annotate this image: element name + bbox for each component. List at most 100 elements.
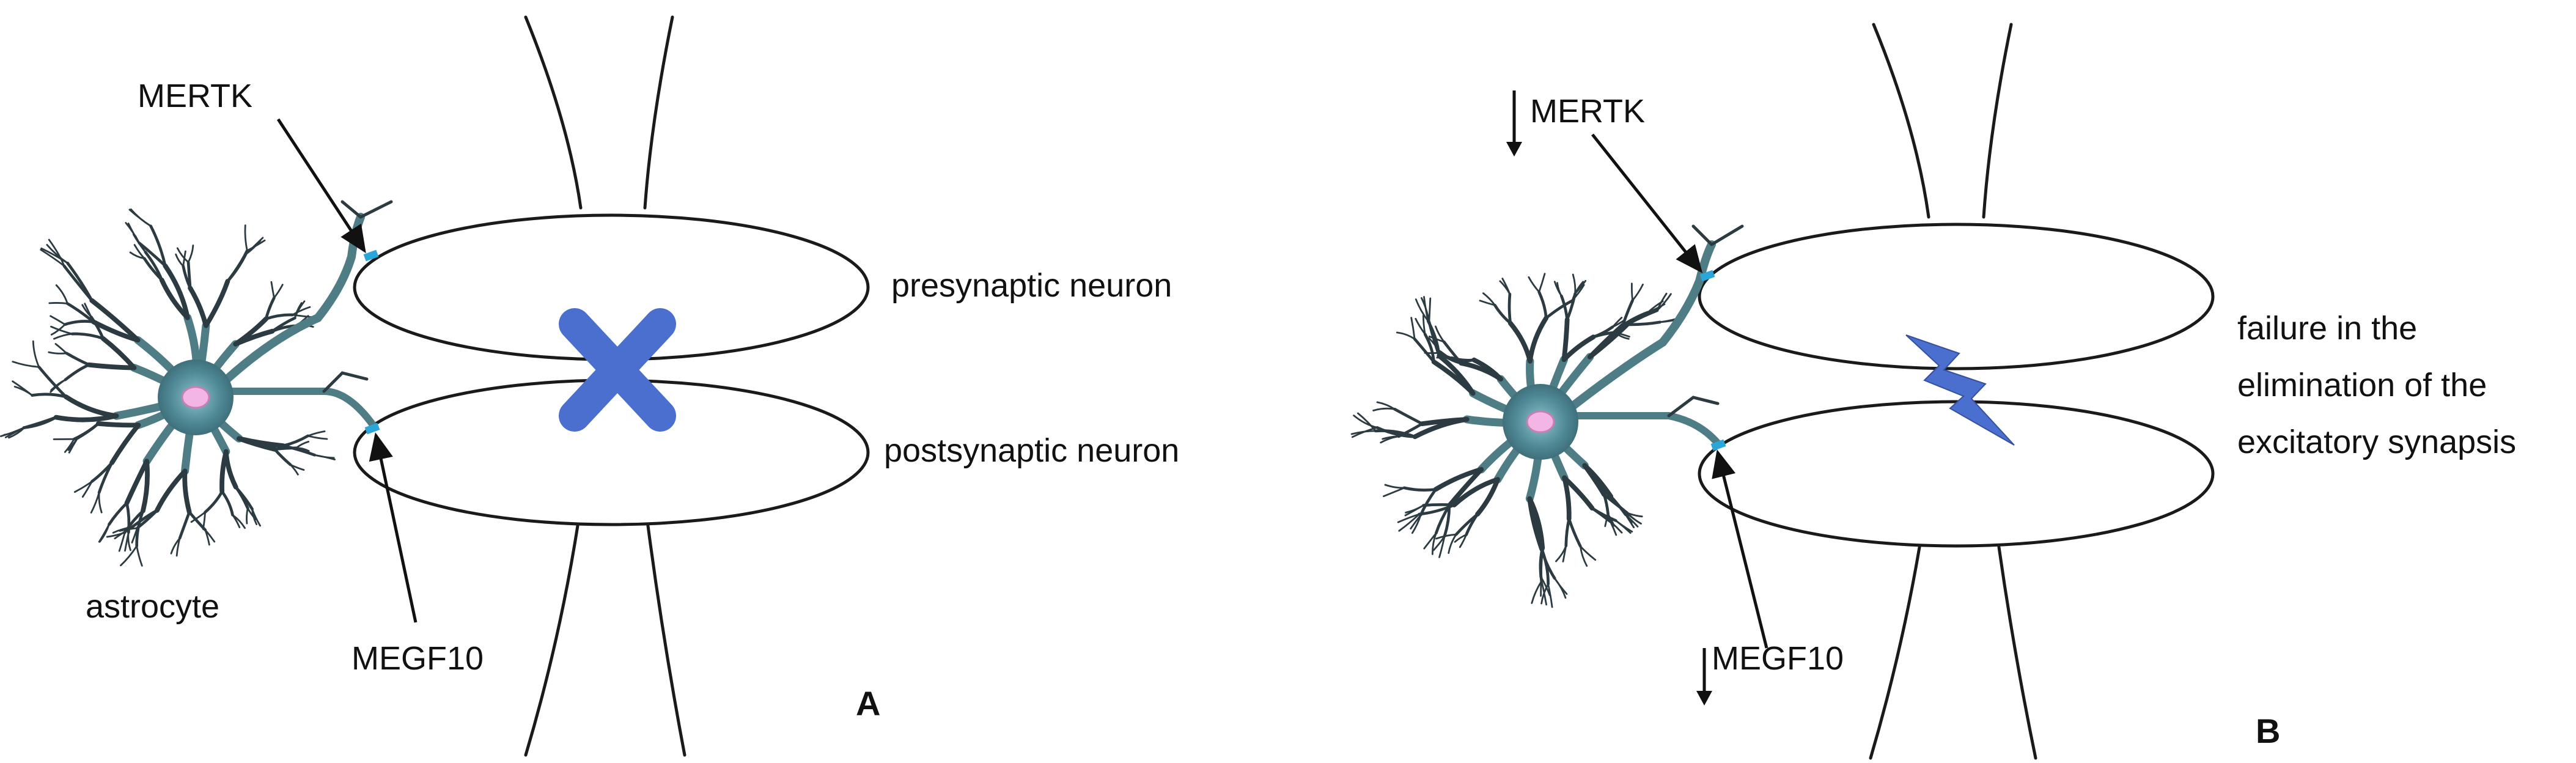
astrocyte-process [246, 507, 249, 525]
postsynaptic-dendrite-outline-a [524, 524, 686, 757]
astrocyte-process [12, 361, 40, 368]
astrocyte-process [159, 278, 190, 320]
astrocyte-process [141, 459, 150, 514]
astrocyte-process [50, 378, 67, 391]
lightning-bolt-icon [1905, 334, 2015, 446]
astrocyte-process [1353, 415, 1378, 429]
astrocyte-process [1531, 580, 1543, 604]
astrocyte-process [1587, 323, 1625, 359]
astrocyte-process [1421, 297, 1430, 323]
astrocyte-process [1415, 298, 1429, 322]
astrocyte-process [264, 296, 276, 320]
astrocyte-process [89, 315, 105, 341]
presynaptic-label: presynaptic neuron [891, 267, 1172, 304]
astrocyte-process [1556, 282, 1562, 297]
astrocyte-process [295, 441, 310, 449]
astrocyte-process-twig [322, 371, 369, 393]
megf10-receptor-b [1710, 439, 1726, 451]
astrocyte-process [1507, 320, 1533, 364]
astrocyte-process [65, 352, 90, 367]
astrocyte-process [187, 245, 194, 264]
astrocyte-process [31, 393, 68, 399]
astrocyte-process [68, 437, 79, 454]
astrocyte-process [294, 302, 303, 319]
astrocyte-process [1625, 309, 1659, 326]
astrocyte-process [1624, 514, 1639, 528]
astrocyte-process [219, 449, 229, 494]
astrocyte-process [50, 325, 73, 335]
astrocyte-process [81, 304, 92, 318]
failure-label-line3: excitatory synapsis [2237, 424, 2516, 460]
astrocyte-process [1475, 477, 1500, 517]
astrocyte-process [1428, 337, 1441, 354]
presynaptic-neuron-a [353, 213, 870, 361]
astrocyte-process [281, 434, 310, 448]
astrocyte-process [1411, 514, 1422, 534]
astrocyte-process [1376, 401, 1396, 410]
astrocyte-process [1507, 292, 1512, 325]
astrocyte-process [314, 454, 335, 459]
astrocyte-process [1350, 430, 1377, 435]
astrocyte-process [1482, 292, 1496, 306]
astrocyte-process [1422, 314, 1426, 336]
astrocyte-process [149, 224, 167, 268]
astrocyte-process [232, 514, 246, 529]
astrocyte-process [1372, 407, 1396, 411]
astrocyte-process [292, 306, 311, 316]
astrocyte-process [1527, 496, 1545, 552]
astrocyte-process [53, 333, 73, 340]
astrocyte-process [1382, 435, 1400, 440]
astrocyte-label: astrocyte [86, 588, 219, 625]
astrocyte-process [46, 244, 68, 264]
megf10-pointer-a [369, 432, 418, 623]
astrocyte-process [220, 490, 234, 517]
astrocyte-process [234, 485, 254, 511]
astrocyte-process [1562, 475, 1595, 511]
astrocyte-process [109, 422, 141, 465]
astrocyte-process [48, 351, 68, 355]
astrocyte-process [1626, 512, 1642, 525]
astrocyte-process [1459, 361, 1503, 382]
astrocyte-process [1566, 292, 1577, 322]
astrocyte-process [1479, 300, 1496, 306]
astrocyte-process [1396, 331, 1416, 340]
astrocyte-process [1582, 463, 1614, 499]
astrocyte-process [86, 362, 137, 370]
astrocyte-process [281, 444, 317, 457]
astrocyte-process [50, 315, 66, 326]
panel-a: MERTK presynaptic neuron postsynaptic ne… [0, 15, 1179, 757]
astrocyte-process [264, 313, 294, 320]
astrocyte-process-to-presynaptic [204, 213, 365, 402]
astrocyte-process [89, 298, 141, 343]
astrocyte-process [55, 284, 68, 304]
megf10-pointer-b [1712, 449, 1768, 649]
astrocyte-process-to-postsynaptic [1561, 411, 1721, 447]
astrocyte-process [64, 438, 75, 453]
astrocyte-process [251, 508, 257, 525]
mertk-pointer-a [276, 118, 366, 254]
astrocyte-process [1544, 299, 1574, 320]
astrocyte-process [1538, 273, 1546, 293]
astrocyte-process [134, 235, 147, 253]
astrocyte-process [118, 531, 126, 552]
astrocyte-process [182, 250, 186, 267]
presynaptic-neuron-b [1698, 223, 2215, 370]
astrocyte-process [22, 416, 58, 429]
x-mark-icon [559, 308, 676, 432]
postsynaptic-neuron-b [1698, 400, 2215, 548]
megf10-receptor-a [364, 422, 380, 435]
astrocyte-process [1537, 290, 1548, 320]
astrocyte-process [204, 529, 210, 546]
astrocyte-process [1553, 577, 1567, 599]
astrocyte-process [1393, 407, 1424, 426]
astrocyte-process [1647, 300, 1664, 314]
astrocyte-process [1448, 533, 1457, 554]
astrocyte-process [1398, 513, 1420, 532]
postsynaptic-label: postsynaptic neuron [884, 432, 1179, 469]
astrocyte-process [97, 461, 114, 495]
astrocyte-process [48, 238, 65, 267]
astrocyte-process [1454, 512, 1479, 536]
astrocyte-process [144, 251, 164, 282]
astrocyte-process [1632, 283, 1644, 301]
